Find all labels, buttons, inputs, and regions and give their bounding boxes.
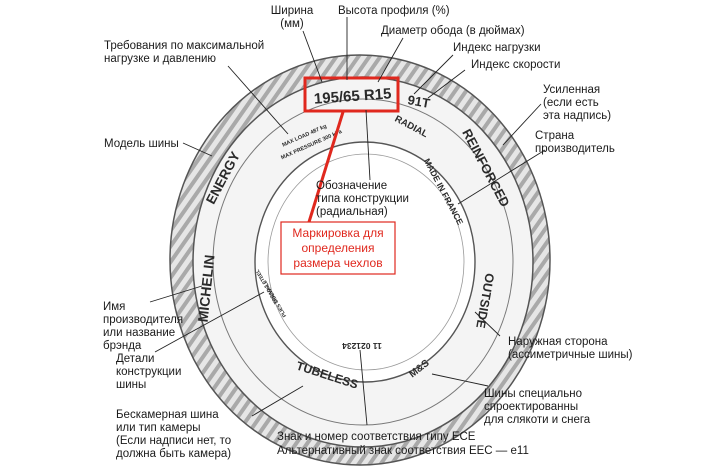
label-ece-2: Альтернативный знак соответствия EEC — e…	[277, 445, 529, 457]
label-model: Модель шины	[104, 138, 179, 150]
highlight-box	[280, 221, 396, 275]
label-brand-3: или название	[103, 327, 175, 339]
brand-marking: MICHELIN	[195, 254, 218, 323]
label-details-3: шины	[116, 379, 146, 391]
label-tubeless-4: должна быть камера)	[116, 448, 231, 460]
label-brand-2: производителя	[103, 314, 183, 326]
label-reinforced-2: (если есть	[543, 97, 599, 109]
highlight-line-1: Маркировка для	[292, 226, 383, 240]
label-max-load-1: Требования по максимальной	[104, 40, 264, 52]
sidewall-ring	[212, 98, 514, 426]
label-tubeless-3: (Если надписи нет, то	[116, 435, 231, 447]
highlight-connector	[307, 111, 345, 223]
label-reinforced-3: эта надпись)	[543, 110, 611, 122]
label-tubeless-1: Бескамерная шина	[116, 409, 219, 421]
label-country-1: Страна	[535, 130, 575, 142]
label-max-load-2: нагрузке и давлению	[104, 53, 216, 65]
highlight-line-2: определения	[301, 241, 374, 255]
label-rim: Диаметр обода (в дюймах)	[381, 25, 525, 37]
label-width-1: Ширина	[271, 5, 314, 17]
label-brand-1: Имя	[103, 301, 125, 313]
label-construction-2: типа конструкции	[316, 193, 409, 205]
leader-lines	[149, 17, 546, 426]
label-ece-1: Знак и номер соответствия типу ECE	[277, 431, 476, 443]
load-speed-marking: 91T	[406, 92, 431, 111]
label-reinforced-1: Усиленная	[543, 84, 600, 96]
label-construction-3: (радиальная)	[316, 206, 388, 218]
label-width-2: (мм)	[280, 18, 304, 30]
label-outside-2: (ассиметричные шины)	[508, 349, 633, 361]
dot-marking: 11 021234	[342, 341, 382, 351]
size-highlight-frame	[303, 76, 400, 113]
label-brand-4: брэнда	[103, 340, 142, 352]
label-profile: Высота профиля (%)	[338, 5, 450, 17]
highlight-line-3: размера чехлов	[293, 256, 382, 270]
label-speed-index: Индекс скорости	[471, 59, 560, 71]
label-ms-2: спроектированны	[484, 401, 578, 413]
highlight-callout: Маркировка для определения размера чехло…	[280, 221, 396, 275]
label-construction-1: Обозначение	[316, 180, 387, 192]
label-details-2: конструкции	[116, 366, 181, 378]
label-outside-1: Наружная сторона	[508, 336, 608, 348]
label-details-1: Детали	[116, 353, 154, 365]
tire-size-marking: 195/65 R15	[313, 85, 392, 107]
label-tubeless-2: или тип камеры	[116, 422, 201, 434]
label-ms-3: для слякоти и снега	[484, 414, 591, 426]
label-ms-1: Шины специально	[484, 388, 582, 400]
annotation-labels: Ширина (мм) Высота профиля (%) Диаметр о…	[103, 5, 633, 460]
label-country-2: производитель	[535, 143, 615, 155]
label-load-index: Индекс нагрузки	[453, 42, 541, 54]
